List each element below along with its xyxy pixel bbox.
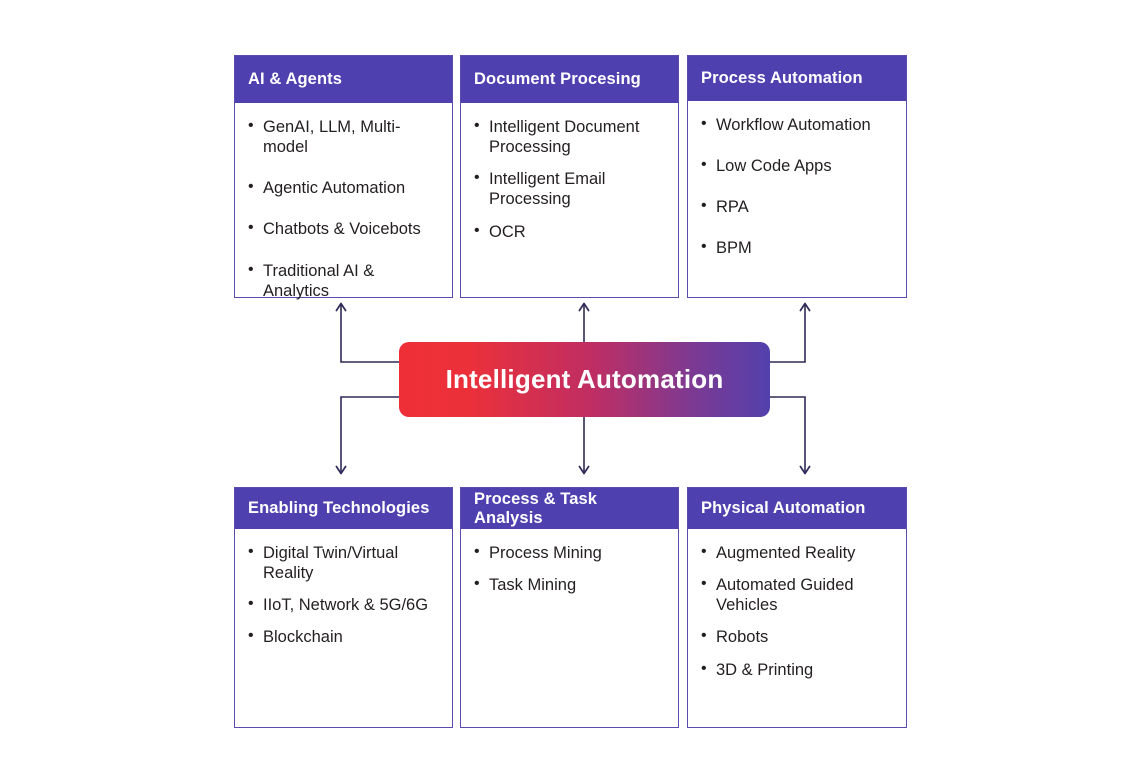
list-item: Robots — [700, 626, 896, 647]
connector-up-right — [770, 302, 811, 363]
connector-up-center — [578, 302, 590, 342]
connector-down-right — [770, 396, 811, 475]
card-title-process-and-task-analysis: Process & Task Analysis — [461, 488, 678, 529]
bullet-list: Digital Twin/Virtual Reality IIoT, Netwo… — [247, 542, 442, 648]
list-item: Automated Guided Vehicles — [700, 574, 866, 615]
connector-down-left — [335, 396, 399, 475]
card-document-processing[interactable]: Document Procesing Intelligent Document … — [460, 55, 679, 298]
list-item: Traditional AI & Analytics — [247, 259, 442, 301]
card-ai-and-agents[interactable]: AI & Agents GenAI, LLM, Multi-model Agen… — [234, 55, 453, 300]
list-item: Agentic Automation — [247, 177, 442, 198]
list-item: Intelligent Email Processing — [473, 168, 668, 209]
card-process-automation[interactable]: Process Automation Workflow Automation L… — [687, 55, 907, 298]
card-enabling-technologies[interactable]: Enabling Technologies Digital Twin/Virtu… — [234, 487, 453, 728]
list-item: OCR — [473, 220, 668, 242]
list-item: Intelligent Document Processing — [473, 116, 668, 157]
bullet-list: GenAI, LLM, Multi-model Agentic Automati… — [247, 116, 442, 301]
bullet-list: Process Mining Task Mining — [473, 542, 668, 595]
bullet-list: Workflow Automation Low Code Apps RPA BP… — [700, 114, 896, 259]
card-body-ai-and-agents: GenAI, LLM, Multi-model Agentic Automati… — [235, 103, 452, 332]
list-item: RPA — [700, 196, 896, 217]
card-physical-automation[interactable]: Physical Automation Augmented Reality Au… — [687, 487, 907, 728]
list-item: Chatbots & Voicebots — [247, 218, 442, 239]
card-title-process-automation: Process Automation — [688, 56, 906, 101]
list-item: BPM — [700, 237, 896, 258]
list-item: Low Code Apps — [700, 155, 896, 176]
list-item: IIoT, Network & 5G/6G — [247, 594, 442, 615]
list-item: 3D & Printing — [700, 658, 896, 680]
card-body-process-and-task-analysis: Process Mining Task Mining — [461, 529, 678, 727]
card-title-enabling-technologies: Enabling Technologies — [235, 488, 452, 529]
card-title-document-processing: Document Procesing — [461, 56, 678, 103]
bullet-list: Intelligent Document Processing Intellig… — [473, 116, 668, 242]
center-node-label: Intelligent Automation — [445, 364, 724, 394]
card-body-process-automation: Workflow Automation Low Code Apps RPA BP… — [688, 101, 906, 297]
list-item: Process Mining — [473, 542, 668, 563]
card-body-document-processing: Intelligent Document Processing Intellig… — [461, 103, 678, 297]
list-item: Task Mining — [473, 574, 668, 595]
list-item: Blockchain — [247, 626, 442, 647]
center-node-intelligent-automation[interactable]: Intelligent Automation — [399, 342, 770, 417]
card-body-enabling-technologies: Digital Twin/Virtual Reality IIoT, Netwo… — [235, 529, 452, 727]
list-item: Workflow Automation — [700, 114, 896, 135]
bullet-list: Augmented Reality Automated Guided Vehic… — [700, 542, 896, 680]
card-body-physical-automation: Augmented Reality Automated Guided Vehic… — [688, 529, 906, 727]
connector-down-center — [578, 417, 590, 475]
list-item: Augmented Reality — [700, 542, 896, 563]
card-title-ai-and-agents: AI & Agents — [235, 56, 452, 103]
list-item: Digital Twin/Virtual Reality — [247, 542, 442, 583]
list-item: GenAI, LLM, Multi-model — [247, 116, 442, 157]
card-title-physical-automation: Physical Automation — [688, 488, 906, 529]
card-process-and-task-analysis[interactable]: Process & Task Analysis Process Mining T… — [460, 487, 679, 728]
